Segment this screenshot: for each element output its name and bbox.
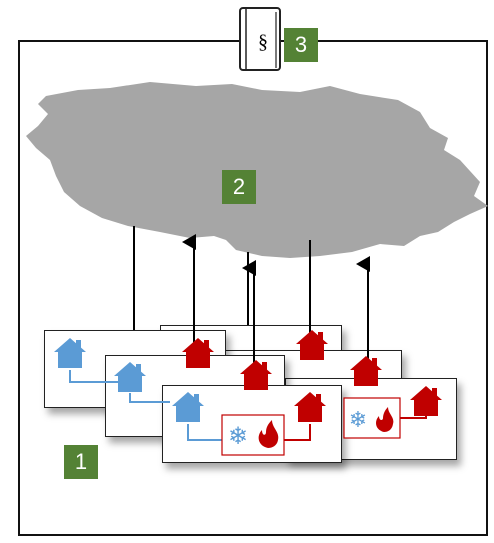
house-icon (182, 338, 214, 368)
label-badge-3: 3 (284, 28, 318, 62)
house-icon (240, 360, 272, 390)
snowflake-icon: ❄ (228, 423, 248, 450)
house-icon (410, 386, 442, 416)
house-icon (350, 356, 382, 386)
label-badge-2: 2 (222, 170, 256, 204)
house-icon (294, 392, 326, 422)
house-icon (296, 330, 328, 360)
flame-icon (376, 407, 394, 432)
law-book-icon: § (239, 7, 281, 71)
house-icon (114, 362, 146, 392)
house-icon (54, 338, 86, 368)
flame-icon (258, 420, 279, 448)
house-icon (172, 392, 204, 422)
paragraph-symbol: § (258, 31, 268, 53)
snowflake-icon: ❄ (349, 407, 367, 432)
map-silhouette (26, 82, 488, 258)
label-badge-1: 1 (64, 445, 98, 479)
